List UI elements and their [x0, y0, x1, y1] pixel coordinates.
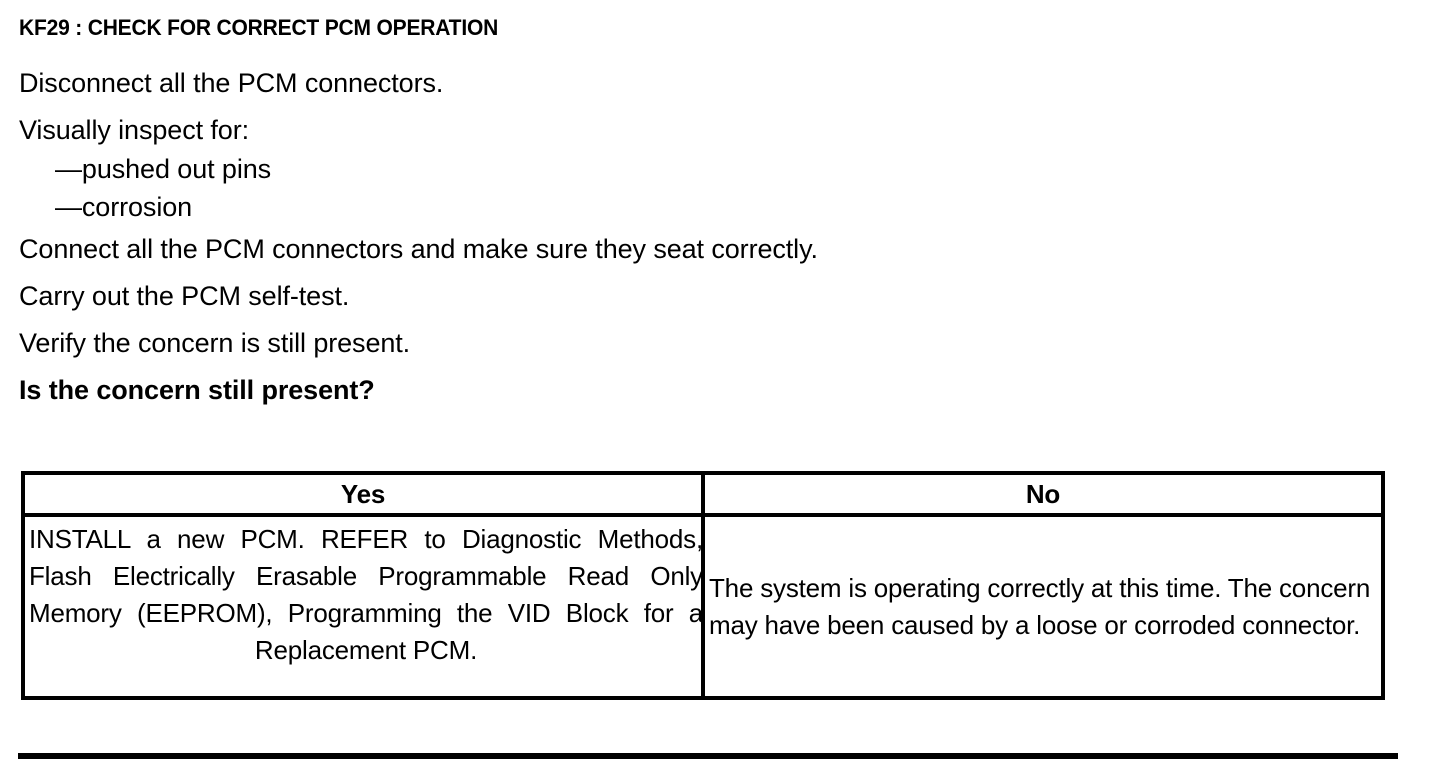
list-item: —corrosion: [55, 192, 193, 222]
decision-question: Is the concern still present?: [19, 375, 375, 405]
procedure-step-4: Carry out the PCM self-test.: [19, 281, 350, 311]
inspect-list: —pushed out pins —corrosion: [19, 150, 1409, 226]
page-title: KF29 : CHECK FOR CORRECT PCM OPERATION: [19, 15, 499, 40]
procedure-step-1: Disconnect all the PCM connectors.: [19, 68, 444, 98]
decision-table: Yes No INSTALL a new PCM. REFER to Diagn…: [21, 471, 1385, 700]
procedure-step-3: Connect all the PCM connectors and make …: [19, 234, 818, 264]
list-item: —pushed out pins: [55, 154, 272, 184]
table-header-no: No: [1025, 478, 1061, 509]
table-cell-yes-text: INSTALL a new PCM. REFER to Diagnostic M…: [29, 524, 703, 665]
column-divider: [701, 475, 705, 513]
procedure-step-5: Verify the concern is still present.: [19, 328, 411, 358]
procedure-step-2: Visually inspect for:: [19, 115, 250, 145]
table-header-yes: Yes: [340, 478, 386, 509]
procedure-block: Disconnect all the PCM connectors. Visua…: [19, 60, 1409, 414]
table-row: INSTALL a new PCM. REFER to Diagnostic M…: [25, 517, 1381, 696]
table-cell-yes: INSTALL a new PCM. REFER to Diagnostic M…: [29, 521, 729, 696]
table-cell-no-text: The system is operating correctly at thi…: [709, 572, 1371, 640]
table-header-row: Yes No: [25, 475, 1381, 517]
footer-rule: [18, 753, 1398, 759]
table-cell-no: The system is operating correctly at thi…: [709, 517, 1375, 696]
column-divider: [701, 517, 705, 696]
